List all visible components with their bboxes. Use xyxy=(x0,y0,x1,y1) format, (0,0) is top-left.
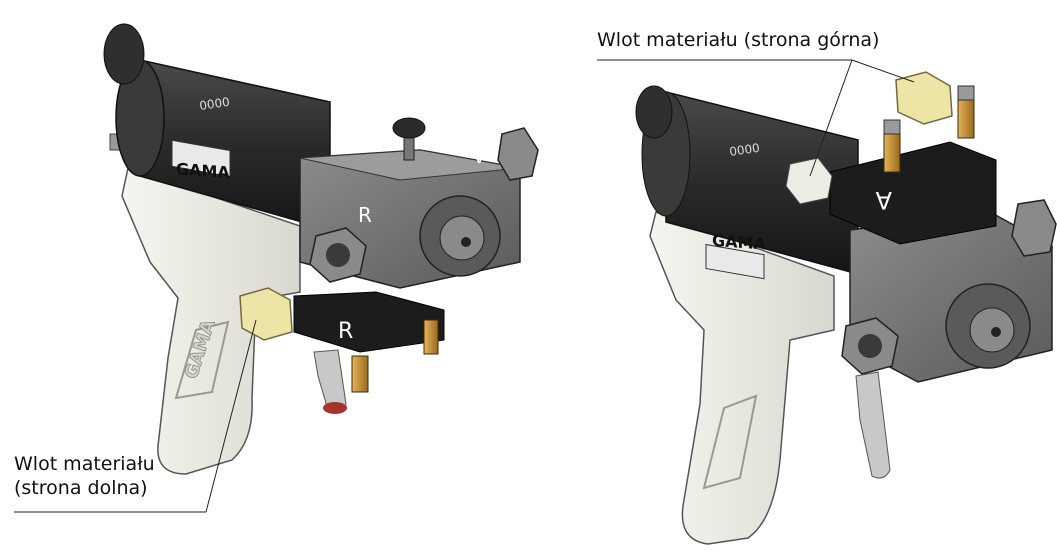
gun-right-port-a-label: A xyxy=(875,186,892,214)
gun-left-brass-fitting-1 xyxy=(351,355,369,393)
gun-right-label-plate xyxy=(705,243,765,280)
callout-bottom-pointer xyxy=(205,319,257,513)
gun-left-handle-grip-logo xyxy=(174,320,230,400)
callout-lower-line1: Wlot materiału xyxy=(14,453,155,475)
gun-right-brass-fitting-1 xyxy=(883,133,901,173)
gun-left-lower-manifold xyxy=(293,291,445,353)
callout-material-inlet-upper: Wlot materiału (strona górna) xyxy=(597,28,879,52)
gun-right-brand-label: GAMA xyxy=(712,231,766,254)
gun-left-nozzle-tip xyxy=(461,237,471,247)
callout-lower-line2: (strona dolna) xyxy=(14,477,148,499)
gun-left-port-r-block-label: R xyxy=(358,203,372,227)
gun-left-serial-dots: 0000 xyxy=(198,95,230,113)
gun-left-brand-label: GAMA xyxy=(176,159,230,182)
gun-left-label-plate xyxy=(171,139,231,178)
gun-left-rear-knob xyxy=(103,23,145,85)
gun-right-cap-bolt-2 xyxy=(957,85,975,101)
gun-left-brass-fitting-2 xyxy=(423,319,439,355)
gun-right-cap-bolt-1 xyxy=(883,119,901,135)
gun-right-upper-manifold xyxy=(829,141,997,245)
gun-left-handle xyxy=(121,167,301,475)
callout-upper-text: Wlot materiału (strona górna) xyxy=(597,29,880,51)
gun-left-plunger-knob xyxy=(392,117,426,139)
gun-left-nozzle xyxy=(439,215,485,261)
gun-left-side-nut-right xyxy=(497,127,539,181)
gun-right-handle-grip-logo xyxy=(702,394,758,490)
gun-right-brass-fitting-2 xyxy=(957,99,975,139)
gun-left-trigger-tip xyxy=(323,402,347,414)
gun-right-nozzle-tip xyxy=(991,327,1001,337)
gun-left-material-inlet-lower xyxy=(239,287,293,341)
gun-left-port-a-label: A xyxy=(472,143,486,167)
gun-right-serial-dots: 0000 xyxy=(728,141,760,159)
callout-top-pointer-2 xyxy=(809,59,853,177)
callout-top-pointer-1 xyxy=(851,59,915,83)
gun-right-rear-knob xyxy=(635,85,673,139)
gun-right-side-nut-bore xyxy=(858,334,882,358)
gun-right-trigger xyxy=(855,371,891,479)
gun-left-port-r-manifold-label: R xyxy=(338,319,353,344)
gun-right-material-inlet-upper xyxy=(895,71,953,125)
gun-right: GAMA 0000 A xyxy=(597,59,1057,545)
callout-material-inlet-lower: Wlot materiału (strona dolna) xyxy=(14,452,155,500)
gun-right-handle xyxy=(649,211,835,545)
gun-left-side-nut-bore xyxy=(326,243,350,267)
gun-right-side-fitting xyxy=(785,157,833,205)
gun-left: GAMA GAMA 0000 A R R xyxy=(14,23,539,513)
gun-right-side-nut-right xyxy=(1011,199,1057,257)
